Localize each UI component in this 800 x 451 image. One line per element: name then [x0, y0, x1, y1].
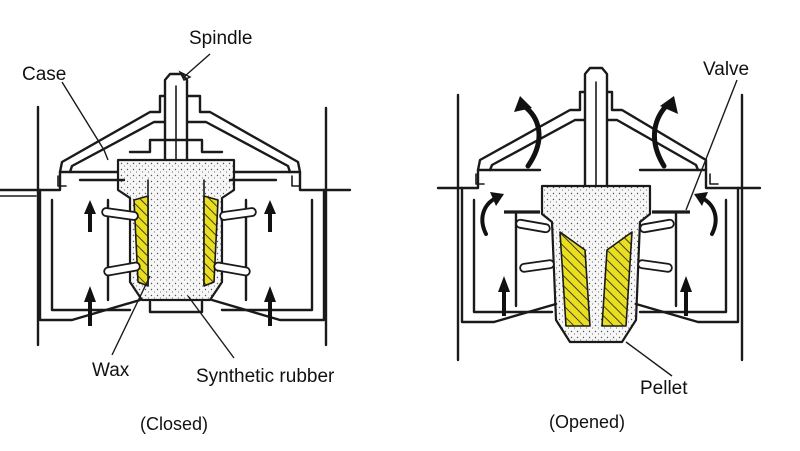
- pellet-opened: [540, 184, 652, 344]
- wax-left-opened: [559, 231, 591, 327]
- closed-thermostat: [0, 72, 352, 347]
- caption-opened: (Opened): [549, 412, 625, 432]
- wax-right-opened: [601, 231, 633, 327]
- case-leader: [61, 81, 109, 161]
- label-case: Case: [22, 64, 66, 85]
- spring-closed: [101, 198, 257, 302]
- spring-opened: [514, 212, 678, 308]
- valve-leader: [685, 79, 738, 211]
- pellet-leader: [625, 341, 673, 377]
- curved-arrow-icon: [480, 96, 718, 236]
- synthetic-rubber-leader: [187, 295, 235, 359]
- wax-leader: [111, 275, 151, 356]
- leader-lines: [61, 53, 738, 377]
- label-synthetic-rubber: Synthetic rubber: [196, 366, 335, 387]
- label-wax: Wax: [92, 360, 130, 381]
- label-spindle: Spindle: [189, 28, 252, 49]
- opened-thermostat: [436, 66, 762, 362]
- label-pellet: Pellet: [640, 378, 688, 399]
- caption-closed: (Closed): [140, 414, 208, 434]
- arrow-up-icon: [84, 200, 276, 326]
- arrow-up-icon: [498, 276, 692, 316]
- spindle-leader: [184, 53, 211, 77]
- label-valve: Valve: [703, 59, 749, 80]
